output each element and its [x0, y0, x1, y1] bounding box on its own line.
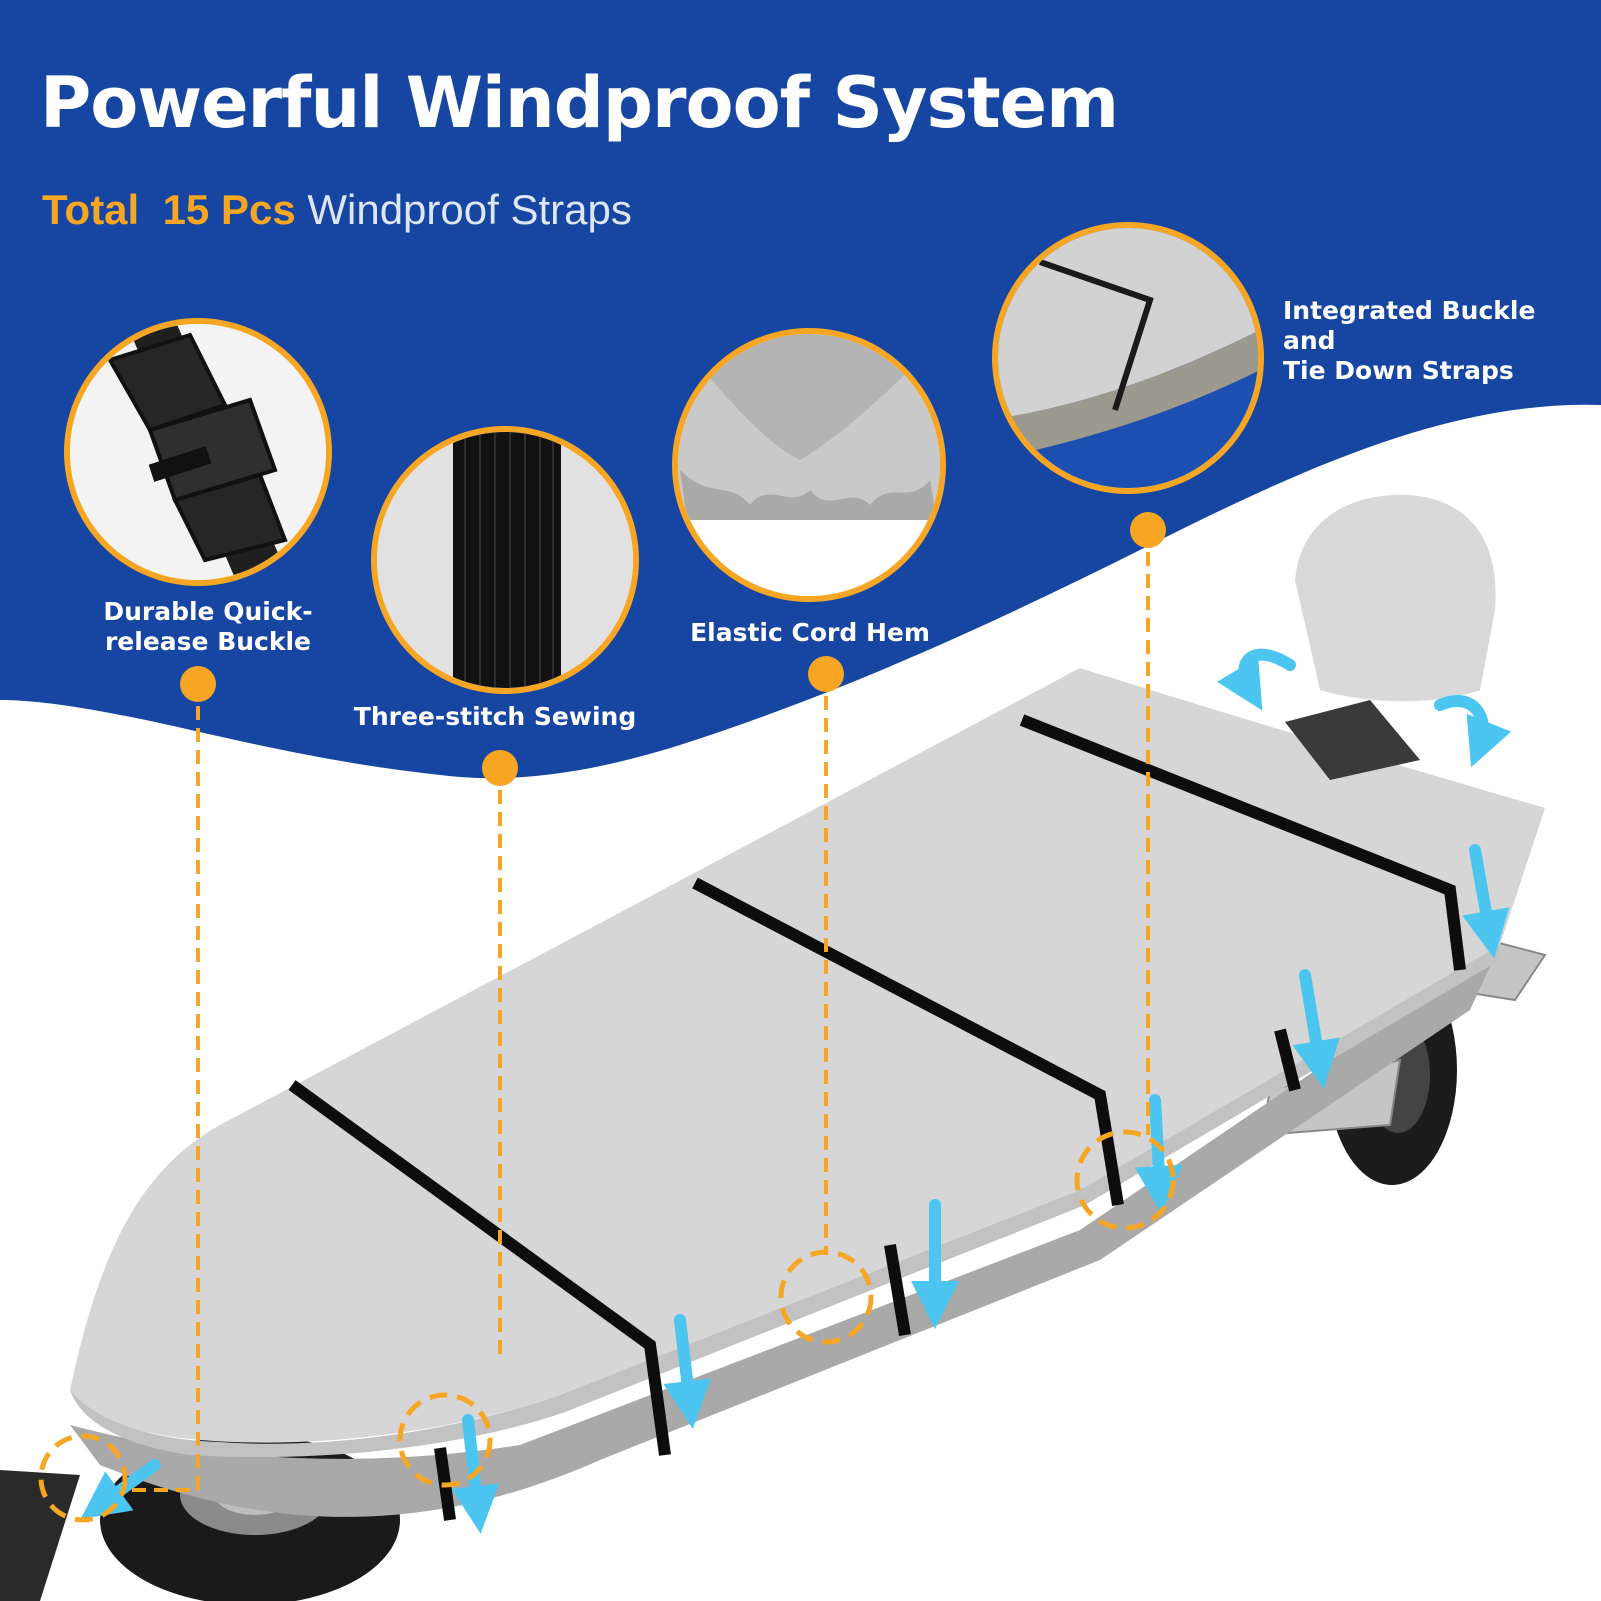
subtitle-count: 15 Pcs [162, 186, 296, 233]
buckle-label: Durable Quick- release Buckle [88, 597, 328, 657]
subtitle: Total 15 Pcs Windproof Straps [42, 186, 632, 234]
hem-label: Elastic Cord Hem [690, 618, 930, 647]
buckle-label-line1: Durable Quick- [103, 597, 313, 626]
highlight-rings [38, 1129, 1176, 1523]
buckle-closeup-circle [64, 318, 332, 586]
connector-lines [125, 530, 1150, 1492]
subtitle-total: Total [42, 186, 140, 233]
subtitle-rest: Windproof Straps [307, 186, 632, 233]
connector-dots [180, 512, 1166, 786]
boat-hull [70, 945, 1500, 1517]
sewing-label: Three-stitch Sewing [353, 702, 637, 731]
tiedown-label-line1: Integrated Buckle and [1283, 296, 1536, 355]
boat-cover [70, 668, 1545, 1443]
motor-cover [1295, 494, 1496, 702]
tie-down-closeup-circle [992, 222, 1264, 494]
blue-arrows [80, 648, 1512, 1534]
strap-stitch-closeup-circle [371, 426, 639, 694]
tiedown-label-line2: Tie Down Straps [1283, 356, 1514, 385]
buckle-label-line2: release Buckle [104, 627, 312, 656]
page-title: Powerful Windproof System [40, 62, 1119, 144]
tiedown-label: Integrated Buckle and Tie Down Straps [1283, 296, 1593, 386]
